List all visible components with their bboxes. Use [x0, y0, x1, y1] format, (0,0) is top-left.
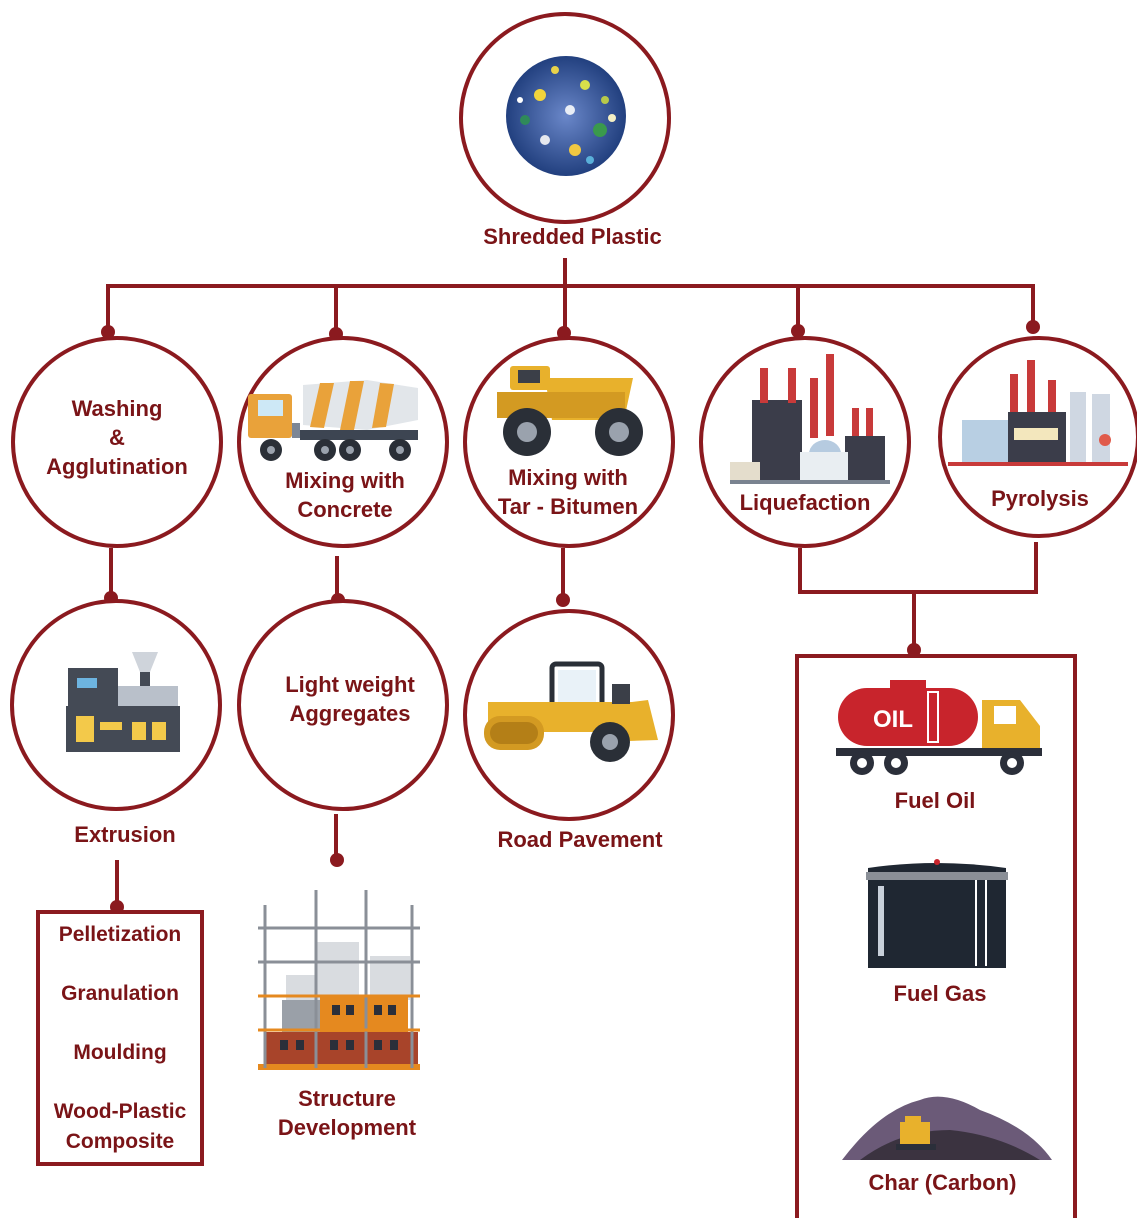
connector-lines	[106, 258, 1038, 907]
extrusion-products-box	[36, 910, 204, 1166]
fuel-products-box	[795, 654, 1077, 1218]
concrete-label-line1: Mixing with	[285, 468, 405, 493]
structure-label-line1: Structure	[298, 1086, 396, 1111]
oil-tanker-truck-icon: OIL	[836, 680, 1042, 775]
shredded-plastic-label: Shredded Plastic	[483, 224, 662, 249]
gas-tank-icon	[866, 859, 1008, 968]
bitumen-label-line1: Mixing with	[508, 465, 628, 490]
cement-mixer-truck-icon	[248, 380, 418, 461]
road-pavement-label: Road Pavement	[497, 827, 663, 852]
building-construction-icon	[258, 890, 420, 1070]
wood-plastic-line1: Wood-Plastic	[53, 1100, 187, 1123]
factory-icon	[730, 354, 890, 484]
road-roller-icon	[484, 661, 658, 762]
char-carbon-label: Char (Carbon)	[868, 1170, 1017, 1195]
dump-truck-icon	[497, 366, 643, 456]
extrusion-label: Extrusion	[74, 822, 176, 847]
structure-development-label: Structure Development	[262, 1084, 432, 1142]
washing-label-line1: Washing	[71, 396, 163, 421]
washing-label-line3: Agglutination	[46, 454, 188, 479]
mixing-bitumen-label: Mixing with Tar - Bitumen	[468, 463, 668, 521]
liquefaction-label: Liquefaction	[739, 490, 871, 515]
mixing-concrete-label: Mixing with Concrete	[250, 466, 440, 524]
pyrolysis-label: Pyrolysis	[991, 486, 1089, 511]
coal-pile-icon	[842, 1096, 1052, 1160]
concrete-label-line2: Concrete	[297, 497, 393, 522]
bitumen-label-line2: Tar - Bitumen	[497, 494, 639, 519]
wood-plastic-line2: Composite	[65, 1130, 175, 1153]
aggregates-label-line2: Aggregates	[289, 701, 411, 726]
product-granulation: Granulation	[61, 982, 179, 1005]
product-wood-plastic-composite: Wood-Plastic Composite	[40, 1097, 200, 1157]
washing-agglutination-label: Washing & Agglutination	[22, 394, 212, 481]
structure-label-line2: Development	[277, 1115, 417, 1140]
extruder-machine-icon	[66, 652, 180, 752]
light-weight-aggregates-label: Light weight Aggregates	[250, 670, 450, 728]
product-pelletization: Pelletization	[58, 923, 182, 946]
tank-oil-text: OIL	[873, 706, 913, 733]
fuel-oil-label: Fuel Oil	[894, 788, 976, 813]
refinery-icon	[948, 360, 1128, 466]
product-moulding: Moulding	[73, 1041, 167, 1064]
shredded-plastic-icon	[506, 56, 626, 176]
fuel-gas-label: Fuel Gas	[893, 981, 987, 1006]
aggregates-label-line1: Light weight	[285, 672, 415, 697]
washing-label-line2: &	[109, 425, 125, 450]
